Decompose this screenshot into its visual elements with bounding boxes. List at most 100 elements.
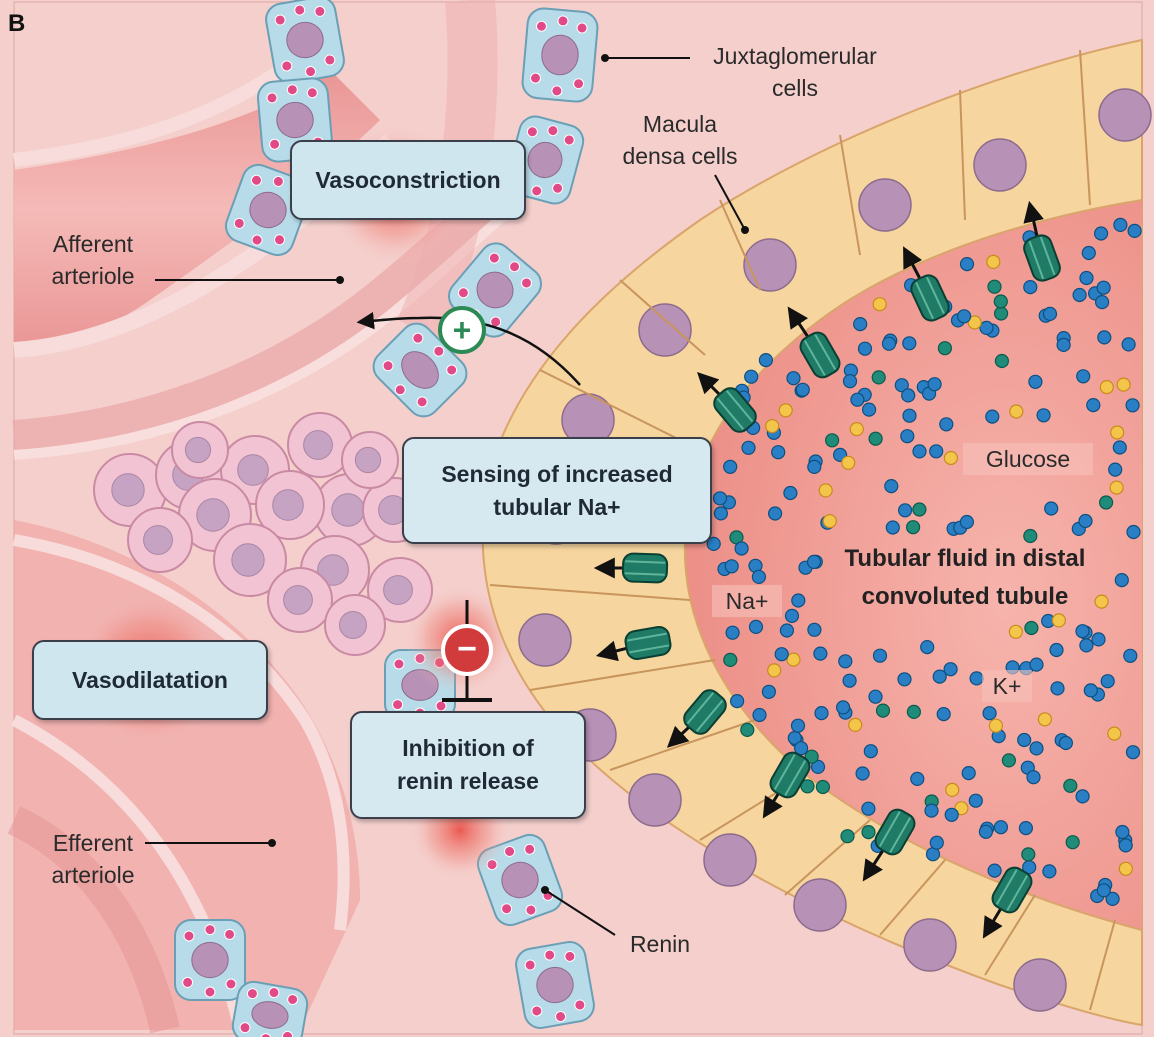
- renin-granule: [226, 979, 236, 989]
- ion-dot: [913, 503, 926, 516]
- ion-dot: [869, 432, 882, 445]
- ion-dot: [913, 445, 926, 458]
- ion-dot: [1097, 884, 1110, 897]
- ion-dot: [1117, 378, 1130, 391]
- label-glucose: Glucose: [963, 443, 1093, 475]
- ion-dot: [1024, 281, 1037, 294]
- ion-dot: [958, 310, 971, 323]
- ion-dot: [839, 655, 852, 668]
- ion-dot: [854, 318, 867, 331]
- box-sensing: Sensing of increased tubular Na+: [402, 437, 712, 544]
- ion-dot: [849, 718, 862, 731]
- ion-dot: [872, 371, 885, 384]
- ion-dot: [937, 708, 950, 721]
- ion-dot: [907, 521, 920, 534]
- tubular-fluid-line2: convoluted tubule: [830, 578, 1100, 616]
- ion-dot: [1002, 754, 1015, 767]
- ion-dot: [1037, 409, 1050, 422]
- renin-granule: [184, 931, 194, 941]
- ion-dot: [983, 707, 996, 720]
- ion-dot: [994, 821, 1007, 834]
- ion-dot: [1010, 405, 1023, 418]
- ion-dot: [864, 745, 877, 758]
- lacis-nucleus: [185, 437, 210, 462]
- ion-dot: [946, 783, 959, 796]
- leader-renin-dot: [542, 887, 548, 893]
- sodium-channel-stripe: [625, 561, 665, 562]
- ion-dot: [1111, 426, 1124, 439]
- ion-dot: [815, 707, 828, 720]
- ion-dot: [842, 456, 855, 469]
- ion-dot: [987, 255, 1000, 268]
- ion-dot: [898, 673, 911, 686]
- ion-dot: [1076, 625, 1089, 638]
- renin-granule: [530, 73, 541, 84]
- tubule-nucleus: [1099, 89, 1151, 141]
- ion-dot: [899, 504, 912, 517]
- ion-dot: [792, 594, 805, 607]
- lacis-nucleus: [112, 474, 144, 506]
- ion-dot: [1098, 331, 1111, 344]
- label-afferent-line1: Afferent: [28, 228, 158, 260]
- ion-dot: [928, 378, 941, 391]
- tubule-nucleus: [1014, 959, 1066, 1011]
- ion-dot: [911, 772, 924, 785]
- ion-dot: [1066, 836, 1079, 849]
- label-juxtaglomerular-line2: cells: [690, 72, 900, 104]
- ion-dot: [752, 570, 765, 583]
- ion-dot: [962, 767, 975, 780]
- ion-dot: [1116, 826, 1129, 839]
- ion-dot: [784, 487, 797, 500]
- ion-dot: [787, 372, 800, 385]
- ion-dot: [769, 507, 782, 520]
- tubule-nucleus: [904, 919, 956, 971]
- ion-dot: [980, 321, 993, 334]
- ion-dot: [1124, 649, 1137, 662]
- ion-dot: [903, 409, 916, 422]
- ion-dot: [925, 804, 938, 817]
- jg-cell-nucleus: [192, 942, 228, 977]
- ion-dot: [1119, 839, 1132, 852]
- ion-dot: [844, 375, 857, 388]
- ion-dot: [859, 342, 872, 355]
- lacis-nucleus: [197, 499, 229, 531]
- ion-dot: [808, 555, 821, 568]
- tubule-nucleus: [519, 614, 571, 666]
- ion-dot: [826, 434, 839, 447]
- ion-dot: [1100, 381, 1113, 394]
- ion-dot: [808, 460, 821, 473]
- ion-dot: [856, 767, 869, 780]
- ion-dot: [862, 802, 875, 815]
- ion-dot: [907, 705, 920, 718]
- ion-dot: [1126, 399, 1139, 412]
- ion-dot: [862, 826, 875, 839]
- ion-dot: [1082, 247, 1095, 260]
- label-macula-line1: Macula: [600, 108, 760, 140]
- label-efferent: Efferent arteriole: [28, 827, 158, 891]
- ion-dot: [741, 723, 754, 736]
- ion-dot: [1059, 737, 1072, 750]
- ion-dot: [902, 389, 915, 402]
- renin-granule: [551, 85, 562, 96]
- label-afferent-line2: arteriole: [28, 260, 158, 292]
- tubule-nucleus: [704, 834, 756, 886]
- lacis-nucleus: [232, 544, 264, 576]
- ion-dot: [1119, 862, 1132, 875]
- ion-dot: [994, 295, 1007, 308]
- ion-dot: [986, 410, 999, 423]
- ion-dot: [1051, 682, 1064, 695]
- renin-granule: [205, 925, 215, 935]
- leader-afferent-dot: [337, 277, 343, 283]
- ion-dot: [863, 403, 876, 416]
- box-vasoconstriction: Vasoconstriction: [290, 140, 526, 220]
- ion-dot: [1095, 227, 1108, 240]
- ion-dot: [1084, 684, 1097, 697]
- ion-dot: [1079, 515, 1092, 528]
- ion-dot: [961, 258, 974, 271]
- ion-dot: [725, 560, 738, 573]
- ion-dot: [995, 355, 1008, 368]
- renin-granule: [577, 23, 588, 34]
- lacis-nucleus: [284, 586, 313, 615]
- ion-dot: [1115, 574, 1128, 587]
- ion-dot: [1076, 790, 1089, 803]
